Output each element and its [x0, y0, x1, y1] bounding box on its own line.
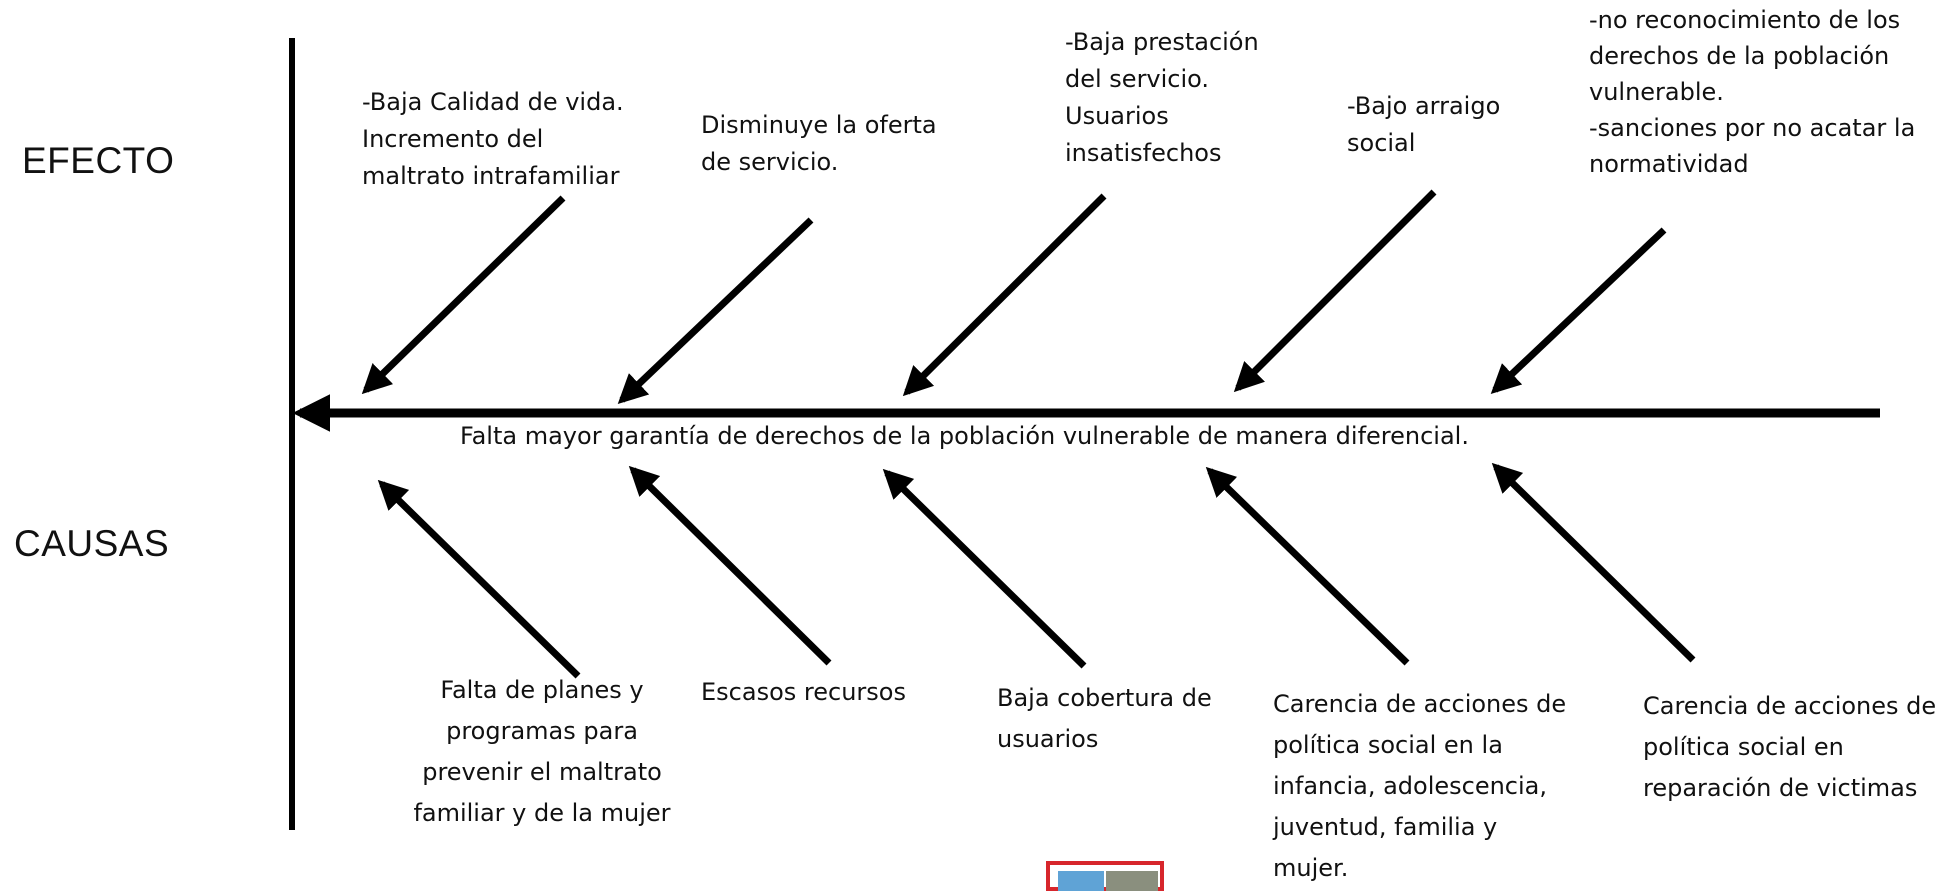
effect-line: del servicio. — [1065, 65, 1210, 93]
efecto-label: EFECTO — [22, 140, 175, 181]
cause-line: política social en la — [1273, 731, 1503, 759]
logo-photo — [1106, 871, 1158, 891]
cause-line: Falta de planes y — [440, 676, 644, 704]
cause-box-3: Baja cobertura de usuarios — [997, 678, 1212, 760]
effect-box-5: -no reconocimiento de los derechos de la… — [1589, 2, 1915, 182]
effect-arrow-3 — [902, 193, 1107, 397]
cause-line: prevenir el maltrato — [422, 758, 662, 786]
effect-box-1: -Baja Calidad de vida. Incremento del ma… — [362, 84, 624, 195]
effect-line: -Baja prestación — [1065, 28, 1259, 56]
effect-line: Usuarios — [1065, 102, 1169, 130]
cause-box-1: Falta de planes y programas para preveni… — [412, 670, 672, 834]
effect-line: -Bajo arraigo — [1347, 92, 1501, 120]
effect-line: insatisfechos — [1065, 139, 1222, 167]
cause-arrow-2 — [628, 465, 832, 666]
problem-statement: Falta mayor garantía de derechos de la p… — [460, 422, 1469, 450]
cause-arrow-5 — [1491, 462, 1696, 663]
effect-box-2: Disminuye la oferta de servicio. — [701, 107, 937, 181]
effect-line: derechos de la población — [1589, 42, 1890, 70]
effect-box-3: -Baja prestación del servicio. Usuarios … — [1065, 24, 1259, 172]
effect-line: -Baja Calidad de vida. — [362, 88, 624, 116]
cause-line: reparación de victimas — [1643, 774, 1918, 802]
causas-label: CAUSAS — [14, 523, 170, 564]
effect-line: vulnerable. — [1589, 78, 1724, 106]
cause-line: Escasos recursos — [701, 678, 906, 706]
cause-line: política social en — [1643, 733, 1844, 761]
effect-arrow-5 — [1490, 227, 1667, 395]
cause-line: juventud, familia y — [1273, 813, 1498, 841]
cause-line: usuarios — [997, 725, 1099, 753]
effect-line: normatividad — [1589, 150, 1749, 178]
cause-line: Carencia de acciones de — [1273, 690, 1567, 718]
cause-box-4: Carencia de acciones de política social … — [1273, 684, 1566, 889]
effect-line: -sanciones por no acatar la — [1589, 114, 1916, 142]
cause-arrow-4 — [1205, 466, 1410, 666]
effect-line: -no reconocimiento de los — [1589, 6, 1901, 34]
cause-line: mujer. — [1273, 854, 1349, 882]
effect-box-4: -Bajo arraigo social — [1347, 88, 1500, 162]
cause-box-5: Carencia de acciones de política social … — [1643, 686, 1936, 809]
cause-arrow-1 — [377, 479, 581, 679]
effect-line: social — [1347, 129, 1416, 157]
logo-sky — [1058, 871, 1104, 891]
logo-image — [1046, 861, 1164, 891]
effect-line: Incremento del — [362, 125, 544, 153]
effect-line: de servicio. — [701, 148, 839, 176]
cause-box-2: Escasos recursos — [701, 672, 906, 713]
effect-line: Disminuye la oferta — [701, 111, 937, 139]
cause-line: Baja cobertura de — [997, 684, 1212, 712]
cause-line: programas para — [446, 717, 638, 745]
cause-line: infancia, adolescencia, — [1273, 772, 1548, 800]
effect-arrow-4 — [1233, 189, 1437, 393]
effect-arrow-1 — [361, 195, 566, 395]
effect-arrow-2 — [617, 217, 814, 405]
cause-arrow-3 — [882, 468, 1087, 669]
cause-line: familiar y de la mujer — [413, 799, 671, 827]
cause-line: Carencia de acciones de — [1643, 692, 1937, 720]
effect-line: maltrato intrafamiliar — [362, 162, 620, 190]
